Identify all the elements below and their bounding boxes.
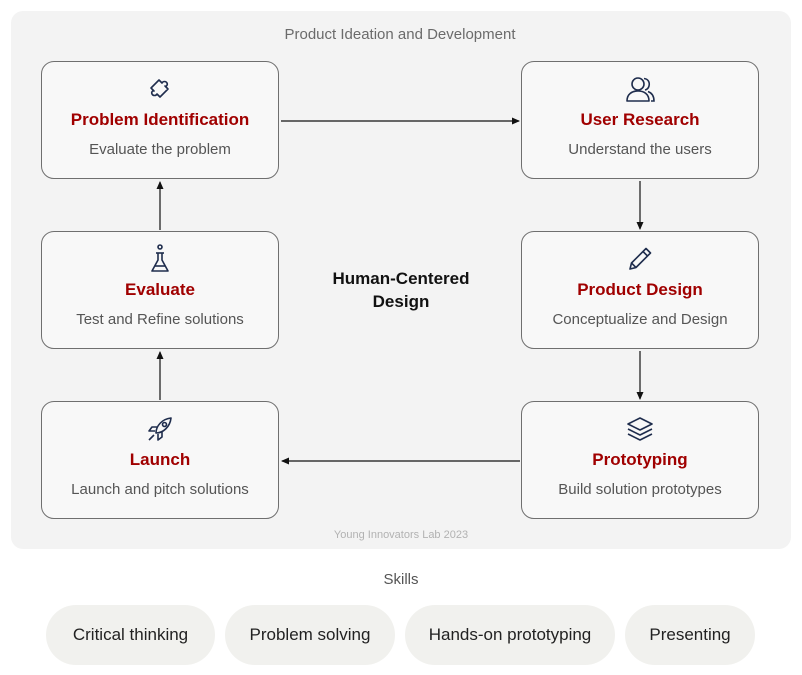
step-card-user-research: User Research Understand the users <box>521 61 759 179</box>
panel-title: Product Ideation and Development <box>284 26 516 43</box>
rocket-icon <box>42 412 278 446</box>
skill-pill: Presenting <box>625 605 755 665</box>
step-title: Product Design <box>577 280 703 299</box>
skill-pill: Problem solving <box>225 605 395 665</box>
skills-heading: Skills <box>383 571 419 588</box>
user-icon <box>522 72 758 106</box>
step-card-launch: Launch Launch and pitch solutions <box>41 401 279 519</box>
step-card-product-design: Product Design Conceptualize and Design <box>521 231 759 349</box>
puzzle-icon <box>42 72 278 106</box>
step-description: Understand the users <box>568 141 712 158</box>
skill-pill: Critical thinking <box>46 605 215 665</box>
step-description: Launch and pitch solutions <box>71 481 249 498</box>
center-label-line2: Design <box>372 292 430 311</box>
flask-icon <box>42 242 278 276</box>
step-card-evaluate: Evaluate Test and Refine solutions <box>41 231 279 349</box>
step-description: Conceptualize and Design <box>552 311 728 328</box>
step-title: User Research <box>580 110 700 129</box>
layers-icon <box>522 412 758 446</box>
step-card-prototyping: Prototyping Build solution prototypes <box>521 401 759 519</box>
step-description: Build solution prototypes <box>558 481 722 498</box>
step-card-problem-identification: Problem Identification Evaluate the prob… <box>41 61 279 179</box>
step-title: Evaluate <box>125 280 195 299</box>
pencil-icon <box>522 242 758 276</box>
step-title: Problem Identification <box>70 110 250 129</box>
skill-pill: Hands-on prototyping <box>405 605 615 665</box>
step-title: Prototyping <box>592 450 688 469</box>
center-label: Human-Centered Design <box>300 267 502 313</box>
footer-credit: Young Innovators Lab 2023 <box>333 529 469 541</box>
step-description: Test and Refine solutions <box>76 311 244 328</box>
step-title: Launch <box>129 450 191 469</box>
step-description: Evaluate the problem <box>89 141 231 158</box>
center-label-line1: Human-Centered <box>332 269 470 288</box>
